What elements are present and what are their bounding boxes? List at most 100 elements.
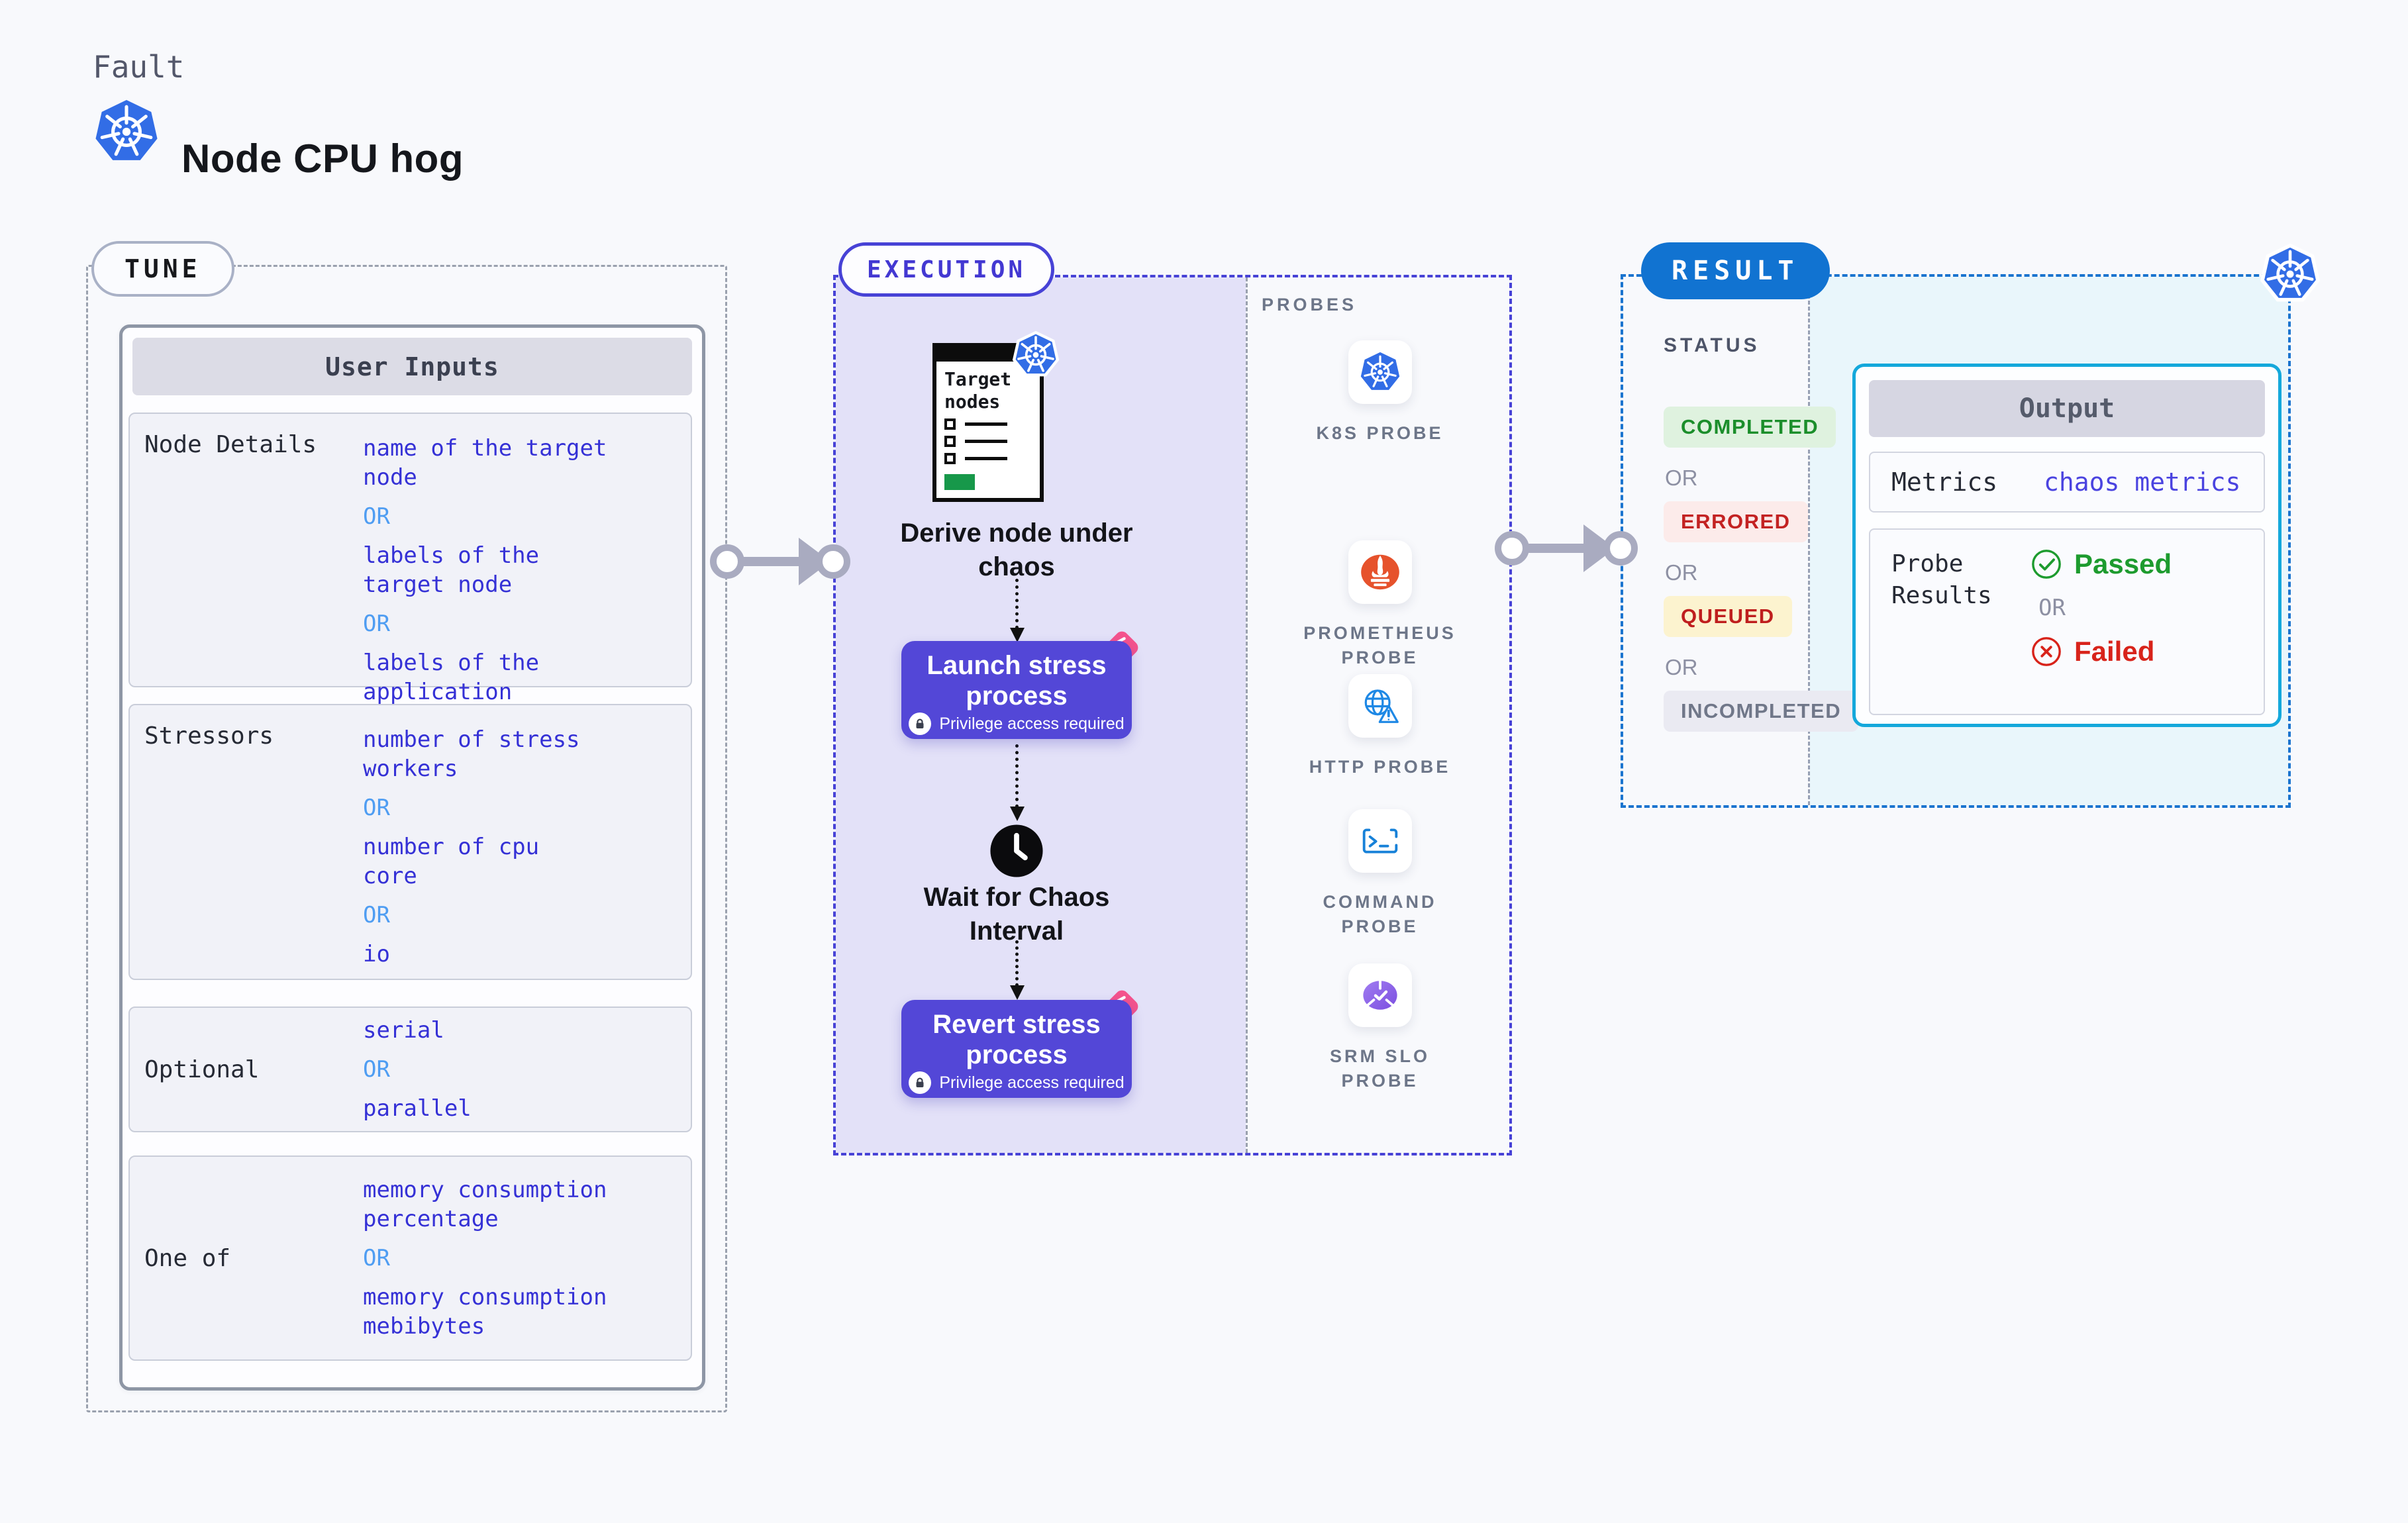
execution-to-result-arrow: [1515, 544, 1589, 553]
flow-connector-down: [1010, 579, 1025, 642]
revert-button-label: Revert stress process: [932, 1010, 1101, 1069]
privilege-note: Privilege access required: [939, 714, 1125, 733]
execution-section-box: [833, 275, 1512, 1155]
kubernetes-icon: [93, 98, 160, 166]
prometheus-icon: [1359, 551, 1401, 593]
or-separator: OR: [1665, 560, 1698, 585]
revert-stress-process-button[interactable]: Revert stress process Privilege access r…: [901, 1000, 1132, 1098]
probe-results-label: Probe Results: [1891, 550, 1992, 609]
user-inputs-title: User Inputs: [132, 338, 692, 395]
input-value: parallel: [363, 1095, 472, 1122]
probe-label: HTTP PROBE: [1309, 757, 1451, 777]
or-separator: OR: [363, 795, 390, 821]
probe-card[interactable]: [1348, 963, 1412, 1027]
input-value: io: [363, 941, 390, 967]
check-circle-icon: [2031, 548, 2062, 580]
or-separator: OR: [363, 503, 390, 530]
status-badge-incompleted: INCOMPLETED: [1664, 691, 1859, 732]
privilege-note: Privilege access required: [939, 1073, 1125, 1092]
probe-passed: Passed: [2031, 548, 2172, 580]
document-checklist: [944, 418, 1007, 470]
flow-connector-down: [1010, 744, 1025, 821]
or-separator: OR: [1665, 466, 1698, 490]
lock-icon: [909, 712, 932, 735]
input-value: serial: [363, 1017, 444, 1044]
tune-badge: TUNE: [91, 241, 234, 297]
or-separator: OR: [363, 1056, 390, 1083]
kubernetes-icon: [2260, 244, 2321, 305]
or-separator: OR: [363, 1245, 390, 1271]
lock-icon: [909, 1071, 932, 1094]
probe-item: COMMAND PROBE: [1248, 809, 1512, 939]
metrics-label: Metrics: [1891, 467, 1998, 497]
probe-item: PROMETHEUS PROBE: [1248, 540, 1512, 670]
passed-label: Passed: [2074, 548, 2172, 579]
wait-chaos-caption: Wait for Chaos Interval: [923, 883, 1110, 946]
command-icon: [1359, 820, 1401, 862]
document-title: Target nodes: [944, 368, 1012, 413]
page-title: Node CPU hog: [181, 136, 464, 181]
probe-or-label: OR: [2038, 595, 2066, 621]
metrics-row: Metrics chaos metrics: [1869, 452, 2265, 513]
input-row-label: One of: [144, 1244, 231, 1272]
probe-card[interactable]: [1348, 674, 1412, 738]
checkbox-icon: [944, 436, 956, 447]
result-divider: [1808, 277, 1810, 805]
input-row-label: Stressors: [144, 722, 274, 750]
input-value: memory consumption mebibytes: [363, 1284, 607, 1340]
probe-label: COMMAND PROBE: [1323, 892, 1437, 936]
tune-section-box: [86, 265, 727, 1412]
probe-item: K8S PROBE: [1248, 340, 1512, 446]
flow-connector-down: [1010, 940, 1025, 1000]
input-value: number of stress workers: [363, 726, 580, 782]
probe-card[interactable]: [1348, 340, 1412, 404]
status-badge-completed: COMPLETED: [1664, 407, 1836, 448]
document-green-bar: [944, 474, 975, 490]
connector-dot: [816, 544, 850, 579]
launch-button-label: Launch stress process: [927, 651, 1107, 711]
http-icon: [1359, 685, 1401, 727]
input-row-label: Optional: [144, 1056, 260, 1083]
result-badge: RESULT: [1641, 242, 1830, 299]
connector-dot: [1603, 531, 1638, 565]
output-title: Output: [1869, 380, 2265, 437]
checkbox-icon: [944, 418, 956, 430]
probe-card[interactable]: [1348, 540, 1412, 604]
probe-results-row: Probe Results Passed OR Failed: [1869, 528, 2265, 715]
probe-label: K8S PROBE: [1316, 423, 1444, 443]
or-separator: OR: [1665, 655, 1698, 679]
probes-divider: [1246, 277, 1248, 1153]
input-value: name of the target node: [363, 435, 607, 491]
srm-icon: [1359, 974, 1401, 1016]
input-value: memory consumption percentage: [363, 1177, 607, 1232]
output-panel: Output Metrics chaos metrics Probe Resul…: [1852, 364, 2282, 727]
or-separator: OR: [363, 902, 390, 928]
failed-label: Failed: [2074, 636, 2155, 667]
status-badges: COMPLETED OR ERRORED OR QUEUED OR INCOMPLETED: [1664, 357, 1859, 732]
fault-eyebrow: Fault: [93, 49, 185, 85]
input-value: labels of the target node: [363, 542, 540, 598]
tune-to-execution-arrow: [730, 557, 804, 566]
kubernetes-icon: [1012, 331, 1060, 379]
connector-dot: [1495, 531, 1529, 565]
chaos-metrics-link[interactable]: chaos metrics: [2044, 467, 2241, 497]
probe-item: SRM SLO PROBE: [1248, 963, 1512, 1093]
launch-stress-process-button[interactable]: Launch stress process Privilege access r…: [901, 641, 1132, 739]
probe-card[interactable]: [1348, 809, 1412, 873]
probe-failed: Failed: [2031, 636, 2172, 667]
status-badge-queued: QUEUED: [1664, 596, 1792, 637]
status-badge-errored: ERRORED: [1664, 501, 1808, 542]
kubernetes-icon: [1359, 351, 1401, 393]
clock-icon: [988, 822, 1045, 879]
derive-node-caption: Derive node under chaos: [900, 518, 1133, 581]
input-value: number of cpu core: [363, 834, 540, 889]
probe-label: SRM SLO PROBE: [1329, 1046, 1430, 1091]
probes-title: PROBES: [1262, 295, 1358, 315]
probe-label: PROMETHEUS PROBE: [1303, 623, 1456, 667]
cross-circle-icon: [2031, 636, 2062, 667]
checkbox-icon: [944, 453, 956, 464]
